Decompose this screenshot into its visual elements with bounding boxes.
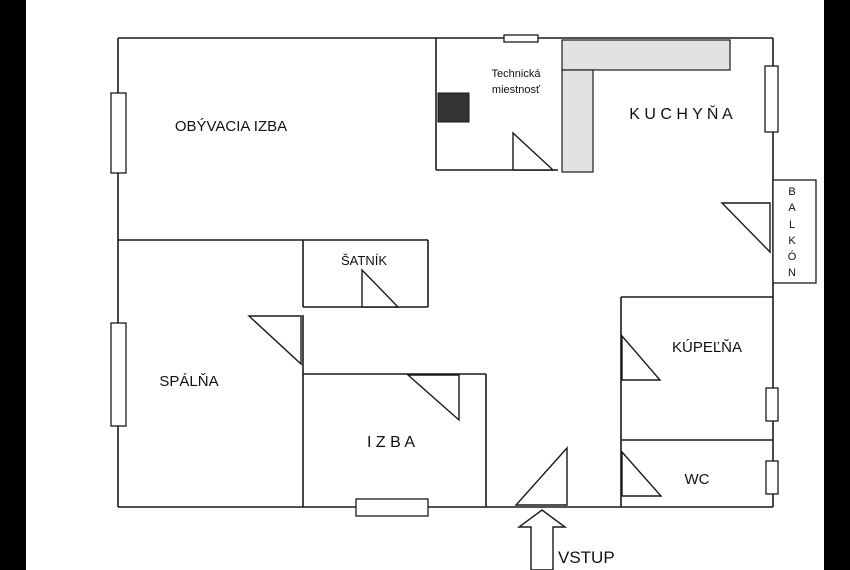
counter-side-segment <box>561 69 594 173</box>
label-wardrobe: ŠATNÍK <box>341 253 387 268</box>
technical-room-door <box>512 131 555 171</box>
window-bedroom <box>110 322 127 427</box>
doors <box>247 202 771 506</box>
balcony-letter: A <box>788 202 796 214</box>
balcony-letter: B <box>788 186 795 198</box>
windows <box>110 34 779 517</box>
wc-door <box>621 450 663 497</box>
balcony-letter: K <box>788 235 796 247</box>
entrance-arrow-icon <box>516 509 568 570</box>
label-kitchen: K U C H Y Ň A <box>629 104 733 123</box>
balcony-door <box>720 202 771 254</box>
counter-top-segment <box>561 39 731 71</box>
label-entrance: VSTUP <box>558 548 615 567</box>
balcony-label: B A L K Ó N <box>788 186 797 279</box>
label-living-room: OBÝVACIA IZBA <box>175 118 287 135</box>
label-technical-room-line1: Technická <box>492 68 542 80</box>
technical-room <box>435 38 558 171</box>
bathroom-door <box>621 334 662 381</box>
kitchen-counter <box>561 39 731 173</box>
balcony-letter: N <box>788 267 796 279</box>
window-living-room <box>110 92 127 174</box>
room-door <box>406 374 460 422</box>
bedroom-door <box>247 315 302 366</box>
balcony <box>772 179 817 284</box>
label-technical-room-line2: miestnosť <box>492 84 541 96</box>
balcony-letter: Ó <box>788 250 797 263</box>
entrance-door <box>514 446 568 506</box>
label-room: I Z B A <box>367 434 415 451</box>
interior-walls-right <box>620 296 773 507</box>
window-kitchen <box>764 65 779 133</box>
window-wc <box>765 460 779 495</box>
label-wc: WC <box>685 471 710 488</box>
window-technical-room <box>503 34 539 43</box>
label-bedroom: SPÁLŇA <box>159 373 218 390</box>
room-labels: OBÝVACIA IZBA Technická miestnosť K U C … <box>159 68 742 488</box>
floor-plan-sheet <box>26 0 824 570</box>
window-room <box>355 498 429 517</box>
wardrobe-door <box>361 268 400 308</box>
label-bathroom: KÚPEĽŇA <box>672 339 742 356</box>
window-bathroom <box>765 387 779 422</box>
boiler-block <box>437 92 470 123</box>
balcony-letter: L <box>789 219 795 231</box>
